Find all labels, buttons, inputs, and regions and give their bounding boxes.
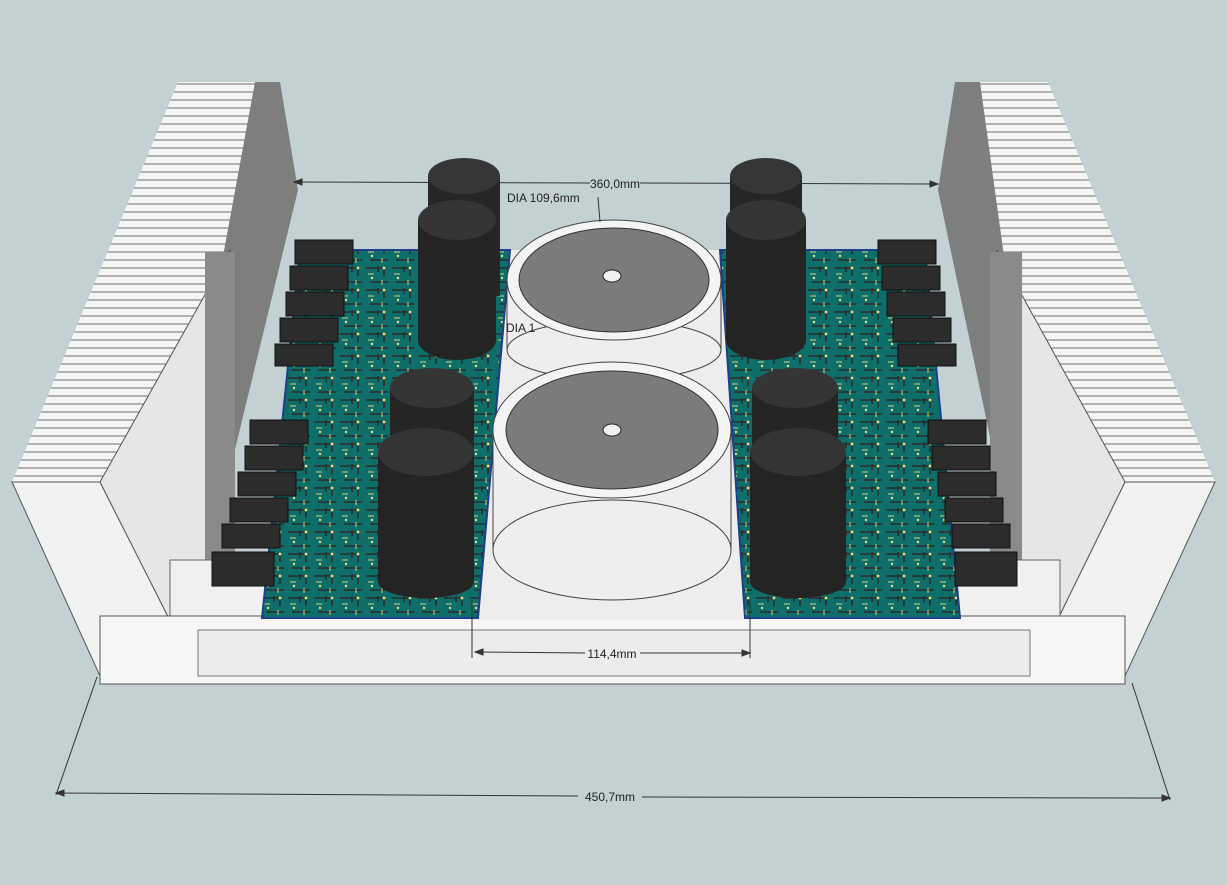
inner-width-dimension: 360,0mm xyxy=(590,177,640,191)
right-filter-capacitors xyxy=(726,158,846,598)
transformer-label: DIA 1 xyxy=(506,321,536,335)
dimension-lines xyxy=(54,178,1172,802)
left-power-transistors xyxy=(211,239,354,587)
left-filter-capacitors xyxy=(378,158,500,598)
left-heatsink xyxy=(11,82,298,678)
right-power-transistors xyxy=(877,239,1018,587)
overall-width-dimension: 450,7mm xyxy=(585,790,635,804)
transformer-diameter-dimension: DIA 109,6mm xyxy=(507,191,580,205)
upper-toroidal-transformer xyxy=(506,219,722,381)
lower-toroidal-transformer xyxy=(492,361,732,601)
center-gap-dimension: 114,4mm xyxy=(587,647,636,661)
